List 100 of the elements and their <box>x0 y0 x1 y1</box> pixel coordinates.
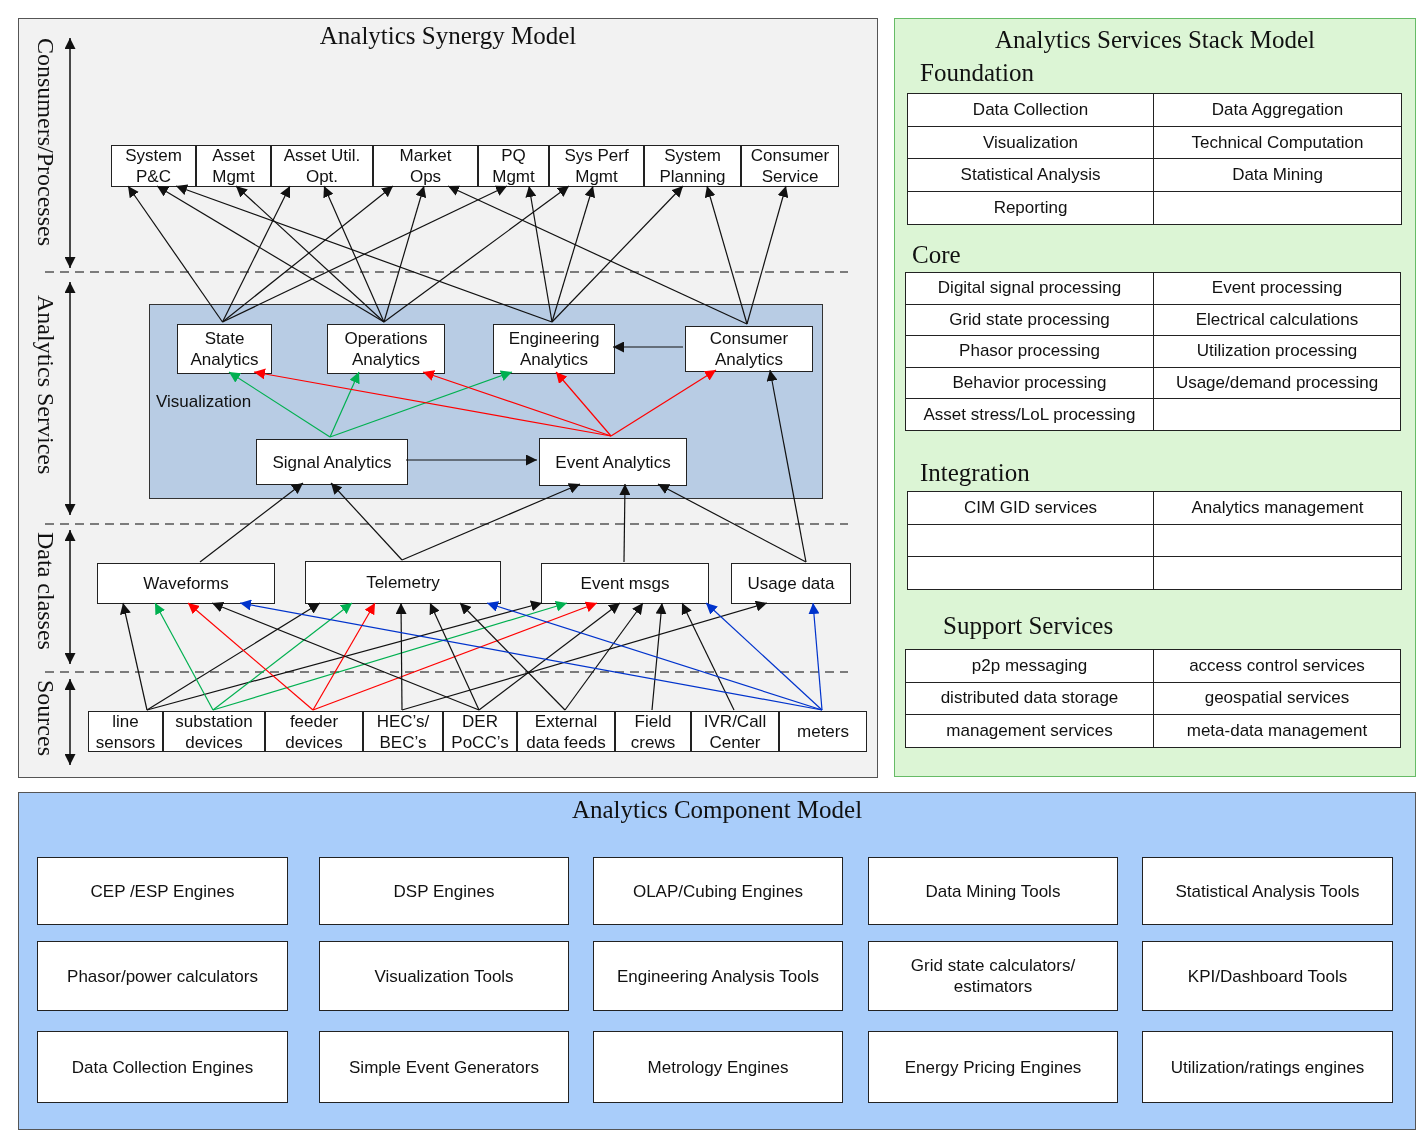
arrow <box>187 602 314 711</box>
table-cell: Utilization processing <box>1153 335 1401 368</box>
arrow <box>564 602 644 711</box>
panel <box>18 792 1416 1130</box>
section-heading: Support Services <box>943 611 1114 641</box>
table-cell: p2p messaging <box>905 649 1154 683</box>
process-box: HEC’s/ BEC’s <box>363 711 443 752</box>
component-box: Utilization/ratings engines <box>1142 1031 1393 1103</box>
arrow <box>612 341 684 353</box>
arrow <box>808 602 823 711</box>
arrow <box>212 602 353 711</box>
process-box: feeder devices <box>265 711 363 752</box>
arrow <box>156 185 385 323</box>
component-box: CEP /ESP Engines <box>37 857 288 925</box>
arrow <box>221 185 291 323</box>
analytics-group-box <box>149 304 823 499</box>
component-box: Engineering Analysis Tools <box>593 941 843 1011</box>
table-cell: Visualization <box>907 125 1154 160</box>
arrow <box>146 600 543 711</box>
arrow <box>486 601 823 711</box>
arrow <box>610 369 717 437</box>
process-box: Asset Util. Opt. <box>271 145 373 187</box>
section-heading: Integration <box>920 458 1030 488</box>
arrow <box>199 482 304 563</box>
arrow <box>459 602 566 711</box>
arrow <box>154 602 214 711</box>
component-box: Phasor/power calculators <box>37 941 288 1011</box>
table-cell: distributed data storage <box>905 681 1154 715</box>
table-cell: CIM GID services <box>907 491 1154 525</box>
arrow <box>239 599 823 711</box>
arrow <box>323 185 385 323</box>
process-box: meters <box>779 711 867 752</box>
component-box: Statistical Analysis Tools <box>1142 857 1393 925</box>
process-box: System P&C <box>111 145 196 187</box>
process-box: External data feeds <box>517 711 615 752</box>
table-cell: Asset stress/LoL processing <box>905 398 1154 431</box>
arrow <box>657 483 807 563</box>
component-box: DSP Engines <box>319 857 569 925</box>
process-box: Asset Mgmt <box>196 145 271 187</box>
arrow <box>253 368 612 437</box>
table-cell: Technical Computation <box>1153 125 1402 160</box>
process-box: System Planning <box>644 145 741 187</box>
arrow <box>705 602 823 711</box>
panel-title: Analytics Component Model <box>570 795 864 825</box>
arrow <box>766 369 807 563</box>
arrow <box>447 185 748 325</box>
process-box: Usage data <box>731 563 851 604</box>
process-box: PQ Mgmt <box>478 145 549 187</box>
process-box: Engineering Analytics <box>493 324 615 374</box>
process-box: line sensors <box>88 711 163 752</box>
process-box: Signal Analytics <box>256 439 408 485</box>
arrow <box>383 185 427 323</box>
arrow <box>405 454 538 466</box>
process-box: Waveforms <box>97 563 275 604</box>
table-cell: meta-data management <box>1153 714 1401 748</box>
arrow <box>329 370 513 438</box>
arrow <box>422 370 612 437</box>
arrow <box>127 185 224 323</box>
arrow <box>401 483 581 561</box>
arrow <box>551 185 684 323</box>
table-cell: Data Mining <box>1153 158 1402 193</box>
arrow <box>401 600 768 711</box>
process-box: substation devices <box>163 711 265 752</box>
arrow <box>651 602 667 711</box>
arrow <box>555 371 612 437</box>
arrow <box>478 602 621 711</box>
axis-label: Analytics Services <box>32 295 59 475</box>
arrow <box>175 184 553 323</box>
arrow <box>146 602 321 711</box>
section-heading: Core <box>912 240 961 270</box>
component-box: Grid state calculators/ estimators <box>868 941 1118 1011</box>
axis-label: Sources <box>32 680 59 756</box>
component-box: Data Collection Engines <box>37 1031 288 1103</box>
process-box: Field crews <box>615 711 691 752</box>
arrow <box>329 371 360 438</box>
arrow <box>525 185 553 323</box>
arrow <box>619 483 631 563</box>
process-box: DER PoCC’s <box>443 711 517 752</box>
table-cell: Statistical Analysis <box>907 158 1154 193</box>
arrow <box>383 185 570 323</box>
arrow <box>312 602 376 711</box>
arrow <box>330 482 403 561</box>
process-box: Event Analytics <box>539 438 687 486</box>
component-box: Simple Event Generators <box>319 1031 569 1103</box>
arrow <box>228 371 331 438</box>
table-cell: Data Aggregation <box>1153 93 1402 127</box>
component-box: Energy Pricing Engines <box>868 1031 1118 1103</box>
arrow <box>211 602 480 711</box>
group-label: Visualization <box>156 391 252 412</box>
arrow <box>395 602 407 711</box>
arrow <box>429 602 480 711</box>
section-heading: Foundation <box>920 58 1034 88</box>
table-cell: Event processing <box>1153 272 1401 305</box>
table-cell: Reporting <box>907 191 1154 225</box>
axis-label: Data classes <box>32 532 59 650</box>
panel <box>18 18 878 778</box>
table-cell: geospatial services <box>1153 681 1401 715</box>
arrow <box>704 185 748 325</box>
arrow <box>551 185 596 323</box>
component-box: Data Mining Tools <box>868 857 1118 925</box>
